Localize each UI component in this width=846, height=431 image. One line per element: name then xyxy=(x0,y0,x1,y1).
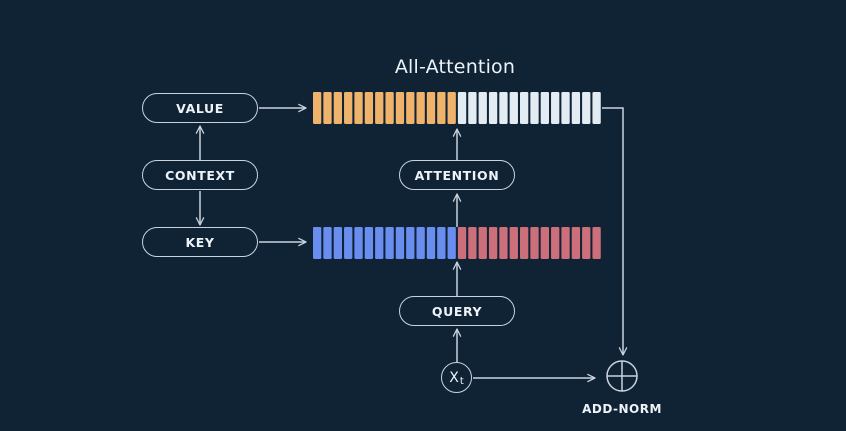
key-vector-cell xyxy=(375,227,384,259)
key-vector-cell xyxy=(313,227,322,259)
value-vector-cell xyxy=(364,92,374,124)
value-vector-cell xyxy=(509,92,518,124)
key-vector-cell xyxy=(468,227,477,259)
value-vector-cell xyxy=(592,92,601,124)
attention-node: ATTENTION xyxy=(399,160,515,190)
key-vector-cell xyxy=(447,227,456,259)
key-vector-cell xyxy=(385,227,394,259)
arrow-value-row-to-add-norm xyxy=(602,107,628,356)
value-vector-cell xyxy=(333,92,342,124)
key-vector-cell xyxy=(354,227,363,259)
key-vector-cell xyxy=(333,227,342,259)
key-vector-cell xyxy=(416,227,425,259)
value-vector-cell xyxy=(499,92,508,124)
key-vector-cell xyxy=(520,227,529,259)
key-vector-cell xyxy=(551,227,560,259)
value-vector-cell xyxy=(468,92,477,124)
value-vector-cell xyxy=(561,92,570,124)
add-norm-symbol xyxy=(606,360,638,392)
key-vector-cell xyxy=(437,227,446,259)
key-vector-cell xyxy=(582,227,591,259)
value-vector-cell xyxy=(375,92,384,124)
value-vector-cell xyxy=(447,92,456,124)
value-vector-cell xyxy=(540,92,549,124)
value-vector-cell xyxy=(344,92,353,124)
input-xt-main: X xyxy=(449,369,459,386)
value-node: VALUE xyxy=(142,93,258,123)
value-vector-cell xyxy=(354,92,363,124)
value-vector-cell xyxy=(582,92,591,124)
value-vector-cell xyxy=(478,92,487,124)
value-vector-cell xyxy=(406,92,415,124)
value-vector-cell xyxy=(313,92,322,124)
query-node: QUERY xyxy=(399,296,515,326)
value-vector-cell xyxy=(416,92,425,124)
value-vector-cell xyxy=(323,92,332,124)
value-vector-cell xyxy=(395,92,405,124)
key-vector-cell xyxy=(344,227,353,259)
value-vector-cell xyxy=(457,92,467,124)
value-vector-cell xyxy=(488,92,498,124)
key-vector-cell xyxy=(457,227,467,259)
add-norm-label: ADD-NORM xyxy=(582,402,662,416)
key-vector-cell xyxy=(499,227,508,259)
key-vector-cell xyxy=(530,227,539,259)
key-vector-cell xyxy=(406,227,415,259)
value-vector-cell xyxy=(385,92,394,124)
value-vector-cell xyxy=(530,92,539,124)
key-vector-cell xyxy=(561,227,570,259)
key-vector-cell xyxy=(540,227,549,259)
value-vector-cell xyxy=(437,92,446,124)
key-vector-cell xyxy=(323,227,332,259)
value-vector-cell xyxy=(426,92,436,124)
key-vector-row xyxy=(313,227,601,259)
key-vector-cell xyxy=(509,227,518,259)
input-xt-subscript: t xyxy=(459,376,464,387)
key-node: KEY xyxy=(142,227,258,257)
value-vector-cell xyxy=(520,92,529,124)
key-vector-cell xyxy=(488,227,498,259)
value-vector-cell xyxy=(571,92,581,124)
key-vector-cell xyxy=(426,227,436,259)
key-vector-cell xyxy=(364,227,374,259)
diagram-title: All-Attention xyxy=(394,56,516,78)
key-vector-cell xyxy=(478,227,487,259)
key-vector-cell xyxy=(592,227,601,259)
key-vector-cell xyxy=(395,227,405,259)
value-vector-cell xyxy=(551,92,560,124)
context-node: CONTEXT xyxy=(142,160,258,190)
value-vector-row xyxy=(313,92,601,124)
key-vector-cell xyxy=(571,227,581,259)
